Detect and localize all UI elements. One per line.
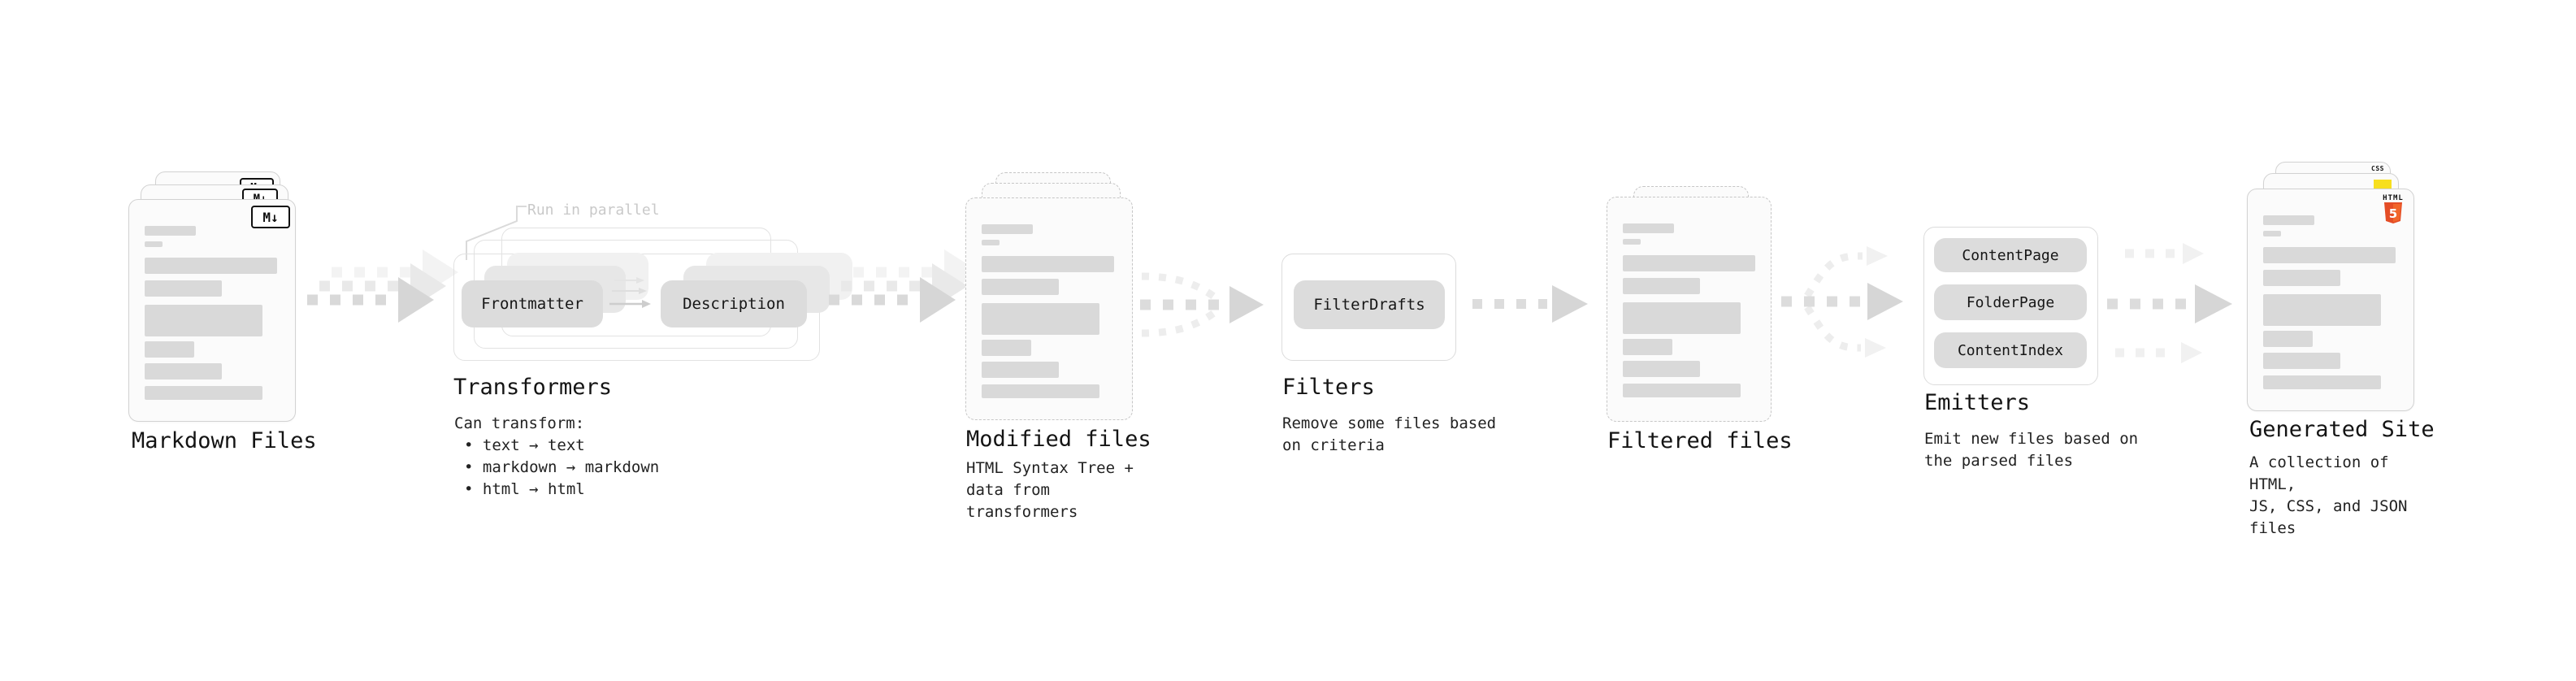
stage-title-markdown-files: Markdown Files [132,428,317,453]
transformers-bullet: • html → html [464,480,585,498]
placeholder-bar [145,341,194,358]
placeholder-bar [1623,239,1641,245]
emitters-note: Emit new files based on the parsed files [1924,430,2139,470]
generated-site-note: A collection of HTML, JS, CSS, and JSON … [2249,453,2408,537]
placeholder-bar [1623,384,1741,397]
placeholder-bar [2263,231,2281,236]
stage-title-filtered-files: Filtered files [1607,428,1793,453]
callout-line [466,206,527,260]
doc-content-placeholder [1623,223,1755,397]
placeholder-bar [982,362,1059,378]
placeholder-bar [145,386,262,400]
modified-files-note: HTML Syntax Tree + data from transformer… [966,459,1134,521]
placeholder-bar [982,240,1000,245]
arrow-emitters-to-generated [2107,243,2232,363]
filters-note: Remove some files based on criteria [1282,414,1497,454]
placeholder-bar [1623,361,1700,377]
placeholder-bar [982,340,1031,356]
parallel-flow-arrows [609,277,651,308]
generated-file-card-html: HTML 5 [2247,189,2414,411]
placeholder-bar [1623,223,1674,233]
placeholder-bar [145,305,262,336]
stage-generated-site: CSS HTML 5 [2247,162,2442,537]
placeholder-bar [2263,294,2381,326]
stage-title-generated-site: Generated Site [2249,417,2435,442]
arrow-markdown-to-transformers [307,249,458,323]
placeholder-bar [145,241,163,247]
svg-text:5: 5 [2389,206,2397,221]
stage-title-emitters: Emitters [1924,390,2031,415]
arrow-filters-to-filtered [1472,285,1588,323]
stage-title-filters: Filters [1282,375,1375,400]
placeholder-bar [2263,375,2381,389]
placeholder-bar [145,258,277,274]
placeholder-bar [2263,353,2340,369]
stage-filters: FilterDrafts Filters Remove some files b… [1281,254,1517,465]
emitter-pill-folderpage: FolderPage [1934,284,2087,320]
stage-filtered-files: Filtered files [1607,186,1793,462]
placeholder-bar [982,384,1099,398]
emitter-pill-contentindex: ContentIndex [1934,332,2087,368]
doc-content-placeholder [982,224,1114,398]
placeholder-bar [1623,302,1741,334]
placeholder-bar [2263,270,2340,286]
arrow-filtered-to-emitters [1781,246,1903,358]
placeholder-bar [982,224,1033,234]
filter-pill-filterdrafts: FilterDrafts [1294,280,1445,329]
doc-content-placeholder [2263,215,2396,389]
placeholder-bar [145,280,222,297]
placeholder-bar [1623,278,1700,294]
placeholder-bar [982,256,1114,272]
stage-title-modified-files: Modified files [966,427,1151,452]
filtered-file-card-front [1607,197,1772,422]
html5-icon: HTML 5 [2381,194,2405,223]
transformer-pill-frontmatter: Frontmatter [462,280,603,327]
stage-modified-files: Modified files HTML Syntax Tree + data f… [965,172,1151,521]
transformers-note-title: Can transform: [454,414,585,432]
arrow-transformers-to-modified [829,249,980,323]
placeholder-bar [2263,247,2396,263]
placeholder-bar [982,303,1099,335]
callout-run-in-parallel: Run in parallel [527,202,660,219]
modified-file-card-front [965,197,1133,420]
markdown-icon: M↓ [251,206,290,228]
placeholder-bar [982,279,1059,295]
emitter-pill-contentpage: ContentPage [1934,238,2087,272]
placeholder-bar [145,363,222,380]
transformers-bullet: • markdown → markdown [464,458,660,476]
placeholder-bar [145,226,196,236]
stage-transformers: Run in parallel Frontmatter Description … [453,195,852,504]
placeholder-bar [2263,331,2313,347]
transformers-bullet: • text → text [464,436,585,454]
arrow-modified-to-filters [1140,272,1264,337]
stage-emitters: ContentPage FolderPage ContentIndex Emit… [1923,227,2167,479]
transformer-pill-description: Description [661,280,807,327]
stage-markdown-files: M↓ M↓ M↓ Markdown Files [128,158,332,459]
doc-content-placeholder [145,226,277,400]
placeholder-bar [1623,339,1672,355]
stage-title-transformers: Transformers [453,375,613,400]
markdown-file-card-front: M↓ [128,199,296,422]
placeholder-bar [1623,255,1755,271]
placeholder-bar [2263,215,2314,225]
